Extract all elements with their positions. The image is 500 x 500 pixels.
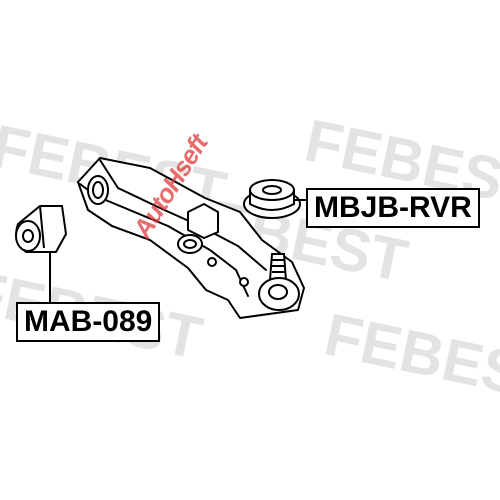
- part-number-label-upper: MBJB-RVR: [306, 188, 480, 228]
- arm-mount-hole-inner: [183, 239, 197, 249]
- upper-bushing: [243, 179, 301, 219]
- ball-joint: [258, 253, 300, 311]
- part-number-label-left: MAB-089: [16, 302, 161, 342]
- ball-joint-boot-inner: [268, 284, 288, 300]
- control-arm-ridge: [99, 159, 267, 271]
- arm-hole: [207, 257, 217, 267]
- arm-mount-boss: [187, 203, 219, 239]
- left-bushing-edge: [39, 205, 45, 249]
- upper-bushing-hole: [262, 185, 282, 195]
- background-brand-text: FEBEST: [319, 301, 500, 416]
- arm-hole: [239, 277, 249, 287]
- left-bushing: [15, 205, 68, 253]
- arm-bushing-eye-inner: [92, 181, 104, 199]
- control-arm: [77, 157, 305, 319]
- left-bushing-hole: [22, 229, 34, 243]
